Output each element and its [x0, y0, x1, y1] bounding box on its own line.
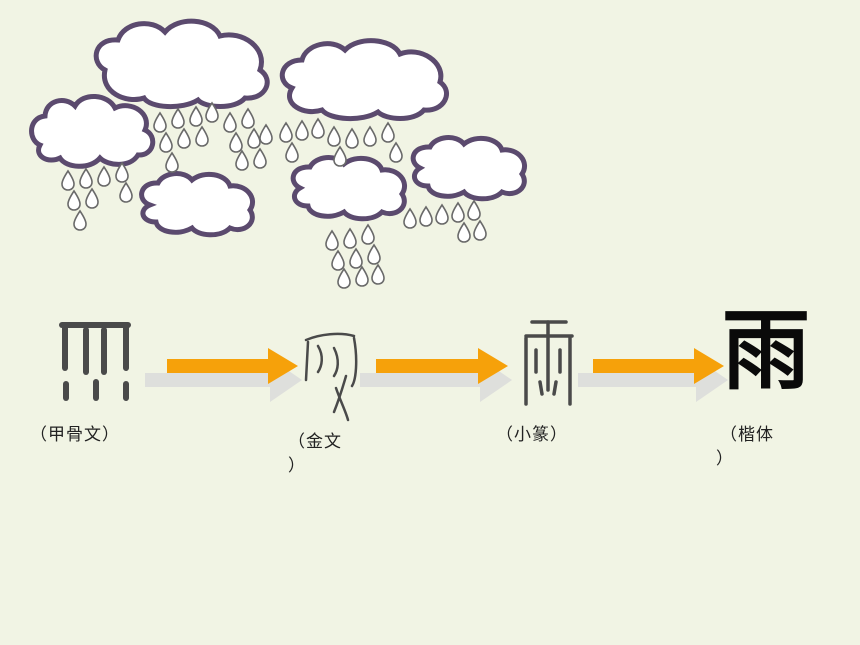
regular-script-label-line2: ）: [716, 449, 734, 469]
small-seal-rain-glyph-icon: [524, 320, 574, 406]
cloud-top-left: [29, 94, 156, 169]
oracle-bone-rain-glyph-icon: [59, 322, 131, 401]
arrow-1-icon: [145, 348, 302, 402]
small-seal-label: （小篆）: [496, 425, 568, 445]
regular-script-rain-glyph: 雨: [722, 298, 811, 402]
arrow-2-icon: [360, 348, 512, 402]
oracle-bone-label: （甲骨文）: [30, 425, 120, 445]
cloud-middle-center: [290, 155, 407, 222]
regular-script-label-line1: （楷体: [720, 425, 774, 445]
arrow-3-icon: [578, 348, 728, 402]
cloud-middle-small: [139, 171, 255, 238]
bronze-label-line2: ）: [288, 456, 306, 476]
cloud-top-center: [93, 18, 270, 109]
rain-clouds-icon: [29, 18, 527, 289]
bronze-label-line1: （金文: [288, 432, 342, 452]
bronze-rain-glyph-icon: [304, 332, 358, 422]
cloud-top-right: [279, 38, 449, 121]
cloud-right: [410, 135, 527, 202]
